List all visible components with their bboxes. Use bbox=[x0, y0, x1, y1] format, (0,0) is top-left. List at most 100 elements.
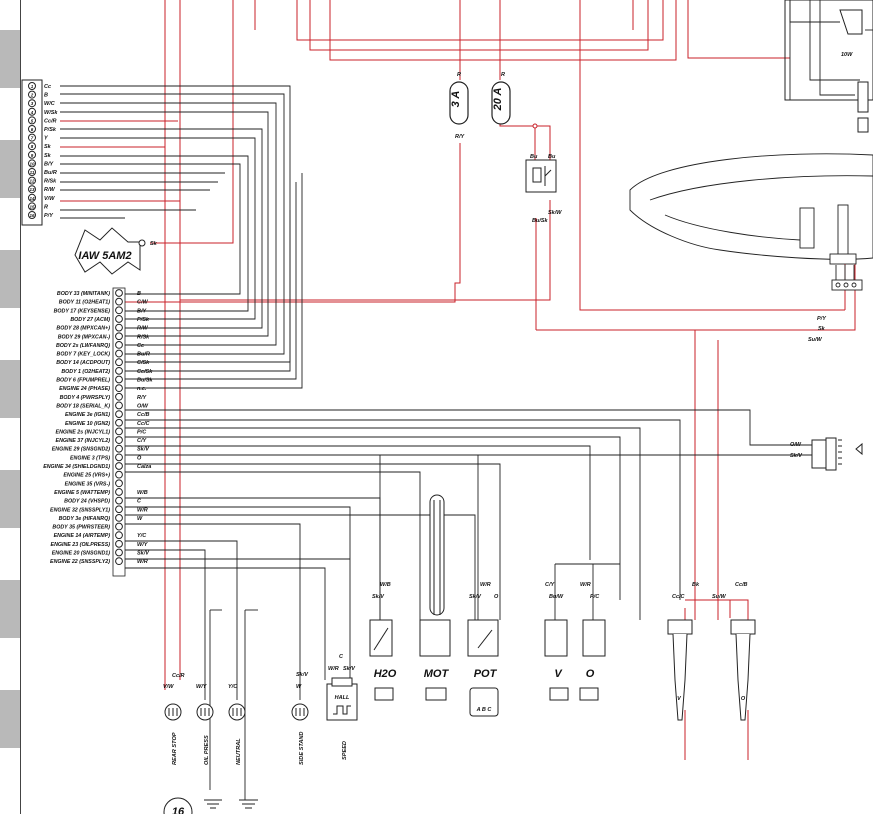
pin-socket bbox=[115, 418, 123, 427]
pin-number: 12 bbox=[29, 179, 35, 184]
pin-wire-label: Sk bbox=[44, 153, 52, 159]
pin-wire-label: Sk bbox=[44, 144, 52, 150]
pin-wire-label: P/Sk bbox=[137, 317, 150, 323]
pin-socket bbox=[115, 358, 123, 367]
section-tab[interactable] bbox=[0, 360, 20, 418]
sensor-pot: W/R O Sk/V POT A B C bbox=[467, 582, 499, 717]
section-tab[interactable] bbox=[0, 580, 20, 638]
pin-function-label: BODY 33 (MINITANK) bbox=[57, 291, 110, 297]
section-tab[interactable] bbox=[0, 30, 20, 88]
section-tab[interactable] bbox=[0, 470, 20, 528]
pin-socket bbox=[115, 522, 123, 531]
pin-wire-label: R/W bbox=[44, 187, 56, 193]
pin-socket bbox=[115, 384, 123, 393]
svg-text:P/C: P/C bbox=[590, 594, 600, 600]
sensor-mot: MOT bbox=[419, 494, 451, 701]
svg-text:Bu/W: Bu/W bbox=[549, 594, 564, 600]
red-wire-bundle bbox=[60, 0, 856, 760]
pin-socket bbox=[115, 444, 123, 453]
ecu-right-pin: BODY 17 (KEYSENSE)B/Y bbox=[54, 306, 148, 315]
diagnostic-connector: O/W Sk/V bbox=[790, 437, 863, 471]
ecu-right-pin: BODY 35 (PWRSTEER) bbox=[52, 522, 123, 531]
pin-wire-label: Bu/R bbox=[137, 352, 150, 358]
svg-text:MOT: MOT bbox=[424, 668, 450, 680]
pin-function-label: ENGINE 14 (AIRTEMP) bbox=[54, 533, 111, 539]
svg-text:NEUTRAL: NEUTRAL bbox=[236, 738, 242, 765]
pin-socket bbox=[28, 82, 36, 90]
svg-text:O/W: O/W bbox=[790, 442, 802, 448]
pin-socket bbox=[28, 116, 36, 125]
svg-text:Bu/Sk: Bu/Sk bbox=[532, 218, 549, 224]
pin-number: 6 bbox=[31, 127, 34, 132]
pin-number: 1 bbox=[31, 84, 34, 89]
pin-number: 2 bbox=[30, 93, 34, 98]
pin-socket bbox=[115, 539, 123, 548]
svg-text:Su/W: Su/W bbox=[808, 337, 823, 343]
pin-socket bbox=[28, 176, 36, 185]
svg-text:16: 16 bbox=[172, 806, 185, 814]
svg-text:Sk/V: Sk/V bbox=[372, 594, 385, 600]
section-tab[interactable] bbox=[0, 250, 20, 308]
pin-wire-label: Sk/V bbox=[137, 447, 150, 453]
svg-text:Su/W: Su/W bbox=[712, 594, 727, 600]
pin-socket bbox=[115, 306, 123, 315]
pin-function-label: BODY 4 (PWRSPLY) bbox=[60, 395, 111, 401]
pin-function-label: BODY 27 (ACM) bbox=[70, 317, 110, 323]
svg-text:C/Y: C/Y bbox=[545, 582, 556, 588]
section-tab[interactable] bbox=[0, 690, 20, 748]
pin-socket bbox=[28, 150, 36, 159]
svg-text:C: C bbox=[339, 654, 344, 660]
ecu-right-pin: ENGINE 32 (SNSSPLY1)W/R bbox=[50, 505, 148, 514]
pin-wire-label: Cc bbox=[137, 343, 144, 349]
pin-socket bbox=[115, 410, 123, 419]
pin-wire-label: Cc bbox=[44, 84, 51, 90]
ecu-right-pin: BODY 7 (KEY_LOCK) Bu/R bbox=[57, 349, 150, 358]
svg-text:W/Y: W/Y bbox=[196, 684, 208, 690]
pin-socket bbox=[28, 99, 36, 108]
pin-socket bbox=[115, 453, 123, 462]
pin-socket bbox=[115, 401, 123, 410]
pin-function-label: ENGINE 3e (IGN1) bbox=[65, 412, 110, 418]
pin-number: 11 bbox=[30, 170, 35, 175]
pin-socket bbox=[115, 548, 123, 557]
ecu-right-pin: ENGINE 25 (VRS+) bbox=[63, 470, 123, 479]
injector-v: C/Y Bu/W V bbox=[544, 582, 569, 701]
pin-socket bbox=[115, 341, 123, 349]
svg-text:R: R bbox=[457, 72, 461, 78]
pin-wire-label: Cc/R bbox=[44, 118, 57, 124]
section-tab[interactable] bbox=[0, 140, 20, 198]
ecu-right-pin: BODY 2s (LWFANRQ)Cc bbox=[56, 341, 144, 349]
black-wire-bundle bbox=[60, 0, 873, 800]
pin-number: 8 bbox=[31, 144, 34, 149]
pin-function-label: BODY 1 (O2HEAT2) bbox=[61, 369, 110, 375]
svg-text:W/R: W/R bbox=[328, 666, 339, 672]
pin-number: 13 bbox=[29, 187, 35, 192]
svg-text:V/W: V/W bbox=[163, 684, 174, 690]
pin-socket bbox=[28, 211, 36, 219]
pin-wire-label: C/Sk bbox=[137, 360, 150, 366]
pin-wire-label: Cc/B bbox=[137, 412, 150, 418]
pin-socket bbox=[28, 125, 36, 133]
pin-function-label: BODY 7 (KEY_LOCK) bbox=[57, 352, 111, 358]
pin-socket bbox=[115, 366, 123, 375]
pin-function-label: ENGINE 32 (SNSSPLY1) bbox=[50, 507, 110, 513]
pin-wire-label: W/B bbox=[137, 490, 148, 496]
pin-number: 14 bbox=[29, 196, 35, 201]
pin-function-label: ENGINE 25 (VRS+) bbox=[63, 473, 110, 479]
fuel-pump-relay: Bu Bu Bu/Sk Sk/W bbox=[525, 154, 562, 224]
injector-o: W/R P/C O bbox=[579, 582, 606, 701]
pin-function-label: BODY 6 (FPUMPREL) bbox=[56, 378, 110, 384]
pin-wire-label: Y/C bbox=[137, 533, 147, 539]
svg-text:Sk/V: Sk/V bbox=[296, 672, 309, 678]
svg-text:O: O bbox=[586, 668, 595, 680]
svg-text:Bk: Bk bbox=[692, 582, 700, 588]
pin-socket bbox=[115, 505, 123, 514]
pin-function-label: ENGINE 23 (OILPRESS) bbox=[51, 542, 111, 548]
pin-socket bbox=[115, 514, 123, 522]
pin-function-label: ENGINE 29 (SNSGND2) bbox=[52, 447, 111, 453]
pin-wire-label: Sk/V bbox=[137, 551, 150, 557]
ecu-right-pin: ENGINE 24 (PHASE)n.c. bbox=[59, 384, 147, 393]
ignition-coil-o: Cc/B Su/W O bbox=[712, 582, 756, 721]
